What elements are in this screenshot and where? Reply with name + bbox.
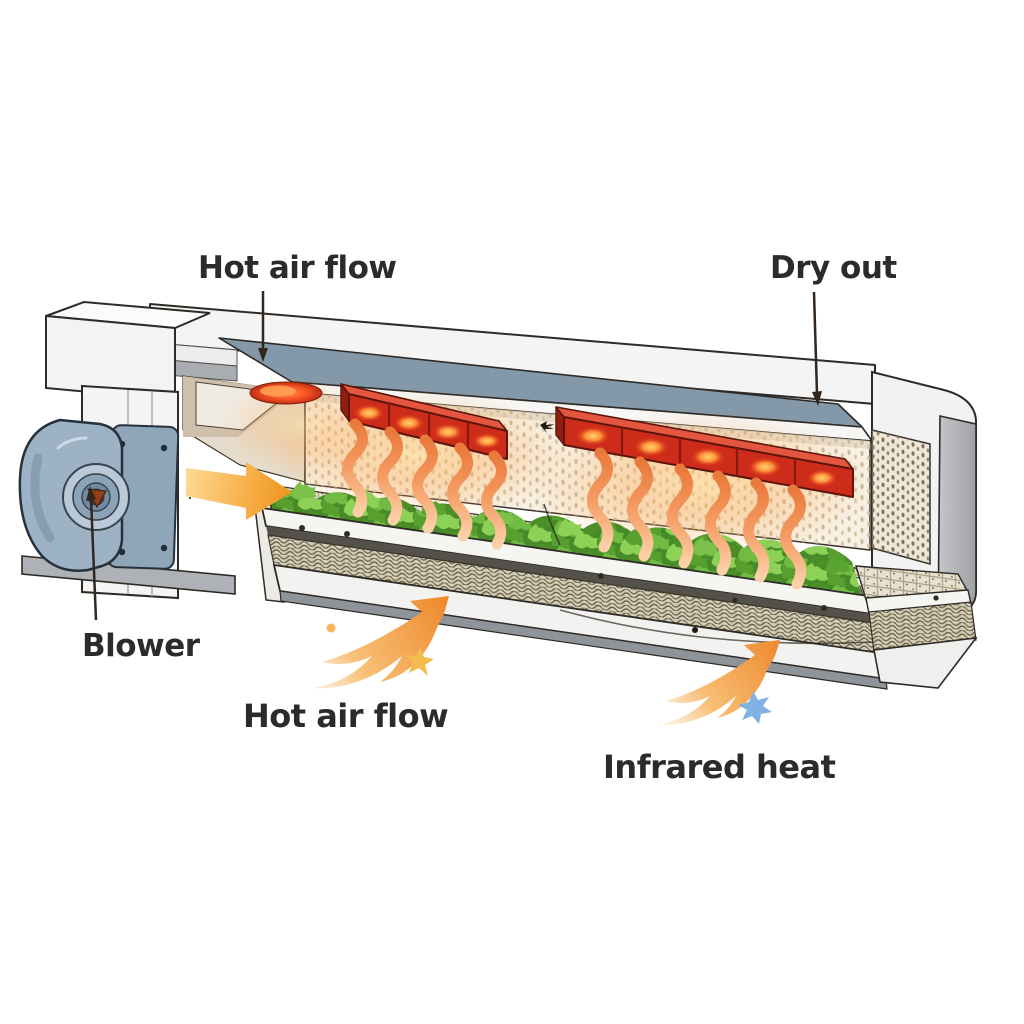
herb-crack-line [543, 503, 561, 546]
under-belt-slot [266, 526, 874, 623]
herb-layer [266, 481, 862, 596]
dry-out-arrowhead-icon [812, 391, 822, 406]
leader-lines [86, 291, 822, 621]
dry-out-leader-line [812, 291, 819, 395]
hot-air-flow-top-arrowhead-icon [258, 348, 268, 362]
splash-dot [326, 623, 336, 633]
blower-arrowhead-icon [86, 486, 96, 501]
sparkle-icon [405, 647, 434, 676]
blue-splash-icon [738, 691, 772, 724]
label-dry-out: Dry out [770, 250, 897, 286]
wire-bead [692, 627, 698, 633]
infrared-heater-bank-1 [340, 383, 508, 460]
left-end-assembly [18, 300, 236, 600]
label-hot-air-flow-top: Hot air flow [198, 250, 397, 286]
tray-right-corner [855, 565, 978, 689]
blower-leader-line [89, 497, 98, 621]
housing-highlight [56, 436, 88, 450]
infrared-heat-arrow-bottom-right-icon [658, 640, 780, 726]
hanging-wire [559, 609, 873, 645]
label-infrared-heat: Infrared heat [603, 748, 836, 786]
frame-screws [299, 525, 939, 611]
inlet-airflow-arrow-icon [186, 462, 292, 520]
wall-marker-icon [540, 421, 555, 433]
hot-air-flow-arrow-bottom-left-icon [314, 596, 449, 689]
infrared-heater-bank-2 [555, 406, 854, 498]
blower-unit [18, 418, 180, 572]
housing-shade [30, 453, 55, 543]
label-hot-air-flow-bottom: Hot air flow [243, 697, 449, 735]
label-blower: Blower [82, 628, 200, 664]
left-heater-glow [249, 381, 323, 405]
right-perforated-panel [871, 429, 931, 565]
